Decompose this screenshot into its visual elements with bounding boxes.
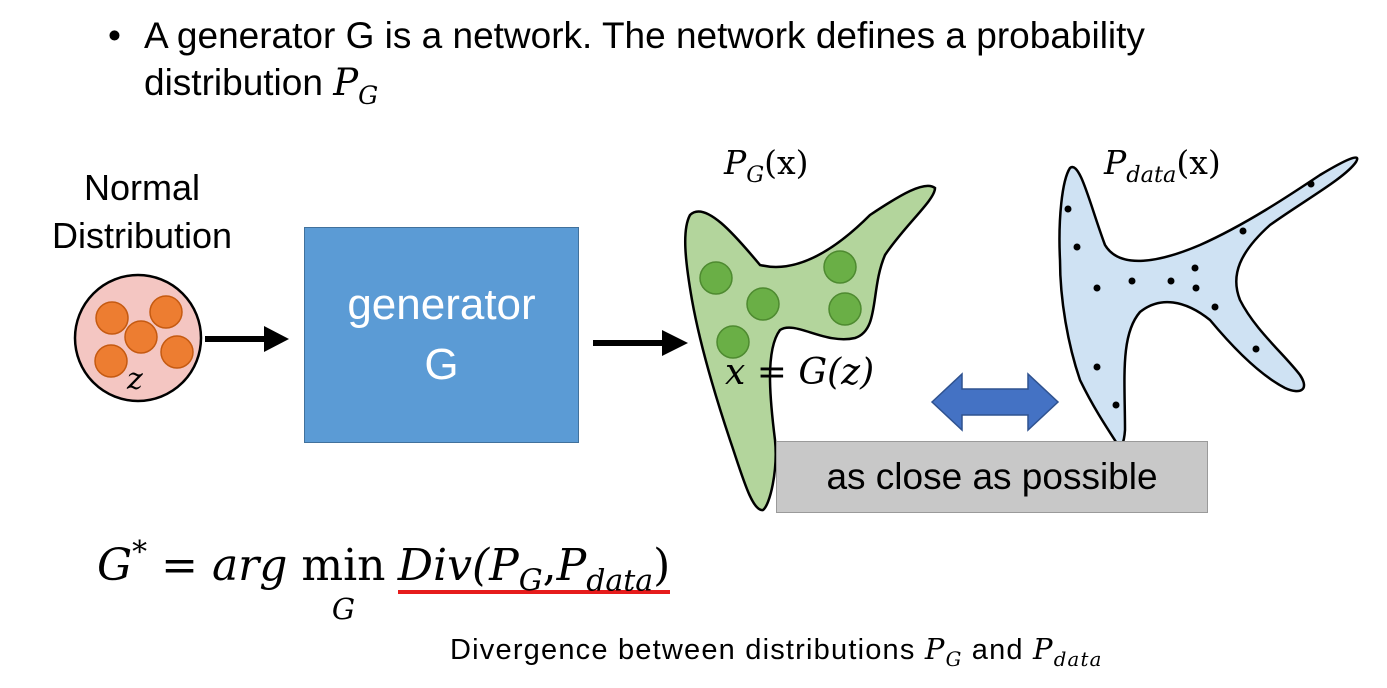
sample-ball: [94, 344, 128, 378]
real-distribution-label: Pdata(x): [1104, 143, 1221, 186]
formula-comma: ,: [542, 540, 557, 591]
generated-sample: [716, 325, 750, 359]
caption-text: Divergence between distributions: [450, 634, 925, 666]
real-sample: [1093, 363, 1101, 371]
sample-ball: [95, 301, 129, 335]
formula-p2: P: [556, 540, 587, 591]
formula-p2-sub: data: [586, 563, 654, 599]
pdata-arg: (x): [1176, 143, 1221, 182]
generated-sample: [746, 287, 780, 321]
real-sample: [1093, 284, 1101, 292]
formula-arg: arg: [211, 540, 302, 591]
real-sample: [1064, 205, 1072, 213]
caption-p2-sub: data: [1053, 647, 1103, 671]
formula-div: Div(: [397, 540, 490, 591]
sample-ball: [149, 295, 183, 329]
real-sample: [1167, 277, 1175, 285]
divergence-caption: Divergence between distributions PG and …: [450, 632, 1103, 669]
generator-line2: G: [424, 340, 459, 389]
generated-distribution-label: PG(x): [724, 143, 809, 186]
generated-sample: [699, 261, 733, 295]
real-sample: [1112, 401, 1120, 409]
generated-sample: [823, 250, 857, 284]
generated-distribution-shape: [683, 184, 937, 512]
formula-p1-sub: G: [518, 563, 543, 599]
real-sample: [1239, 227, 1247, 235]
generator-equation: x = G(z): [725, 352, 875, 393]
pg-sub: G: [746, 161, 765, 188]
normal-label-line1: Normal: [83, 167, 200, 208]
sample-ball: [124, 320, 158, 354]
normal-distribution-circle: [73, 273, 203, 403]
pdata-p: P: [1104, 143, 1127, 182]
input-arrow-head: [264, 326, 289, 352]
formula-lhs: G: [97, 540, 133, 591]
caption-p2: P: [1033, 632, 1054, 666]
real-sample: [1073, 243, 1081, 251]
real-samples: [1064, 180, 1315, 409]
bullet-sentence: A generator G is a network. The network …: [144, 15, 1145, 103]
caption-and: and: [962, 634, 1034, 666]
generator-line1: generator: [347, 280, 536, 329]
bullet-math-sub: G: [358, 80, 379, 110]
formula-star: *: [132, 535, 148, 571]
real-sample: [1307, 180, 1315, 188]
real-sample: [1191, 264, 1199, 272]
formula-min: min: [301, 540, 386, 591]
real-sample: [1128, 277, 1136, 285]
bullet-symbol: •: [108, 15, 121, 56]
real-sample: [1252, 345, 1260, 353]
generated-sample: [828, 292, 862, 326]
bullet-text: A generator G is a network. The network …: [144, 12, 1294, 108]
bullet-math-p: P: [333, 61, 359, 104]
pg-arg: (x): [764, 143, 809, 182]
double-arrow-icon: [930, 372, 1060, 432]
as-close-as-possible-box: as close as possible: [776, 441, 1208, 513]
real-sample: [1211, 303, 1219, 311]
z-variable: z: [127, 362, 143, 397]
sample-ball: [160, 335, 194, 369]
output-arrow-head: [662, 330, 688, 356]
real-distribution-shape: [1058, 156, 1359, 449]
formula-p1: P: [489, 540, 519, 591]
pdata-sub: data: [1126, 161, 1177, 188]
generator-box: generator G: [304, 227, 579, 443]
normal-distribution-label: Normal Distribution: [22, 164, 262, 260]
normal-label-line2: Distribution: [51, 215, 233, 256]
formula-divergence: Div(PG,Pdata): [397, 540, 671, 596]
formula-eq: =: [147, 540, 212, 591]
caption-p1-sub: G: [945, 647, 963, 671]
formula-close: ): [653, 540, 671, 591]
real-sample: [1192, 284, 1200, 292]
caption-p1: P: [924, 632, 946, 666]
pg-p: P: [724, 143, 747, 182]
generated-samples: [699, 250, 862, 359]
formula-min-sub: G: [331, 592, 356, 626]
